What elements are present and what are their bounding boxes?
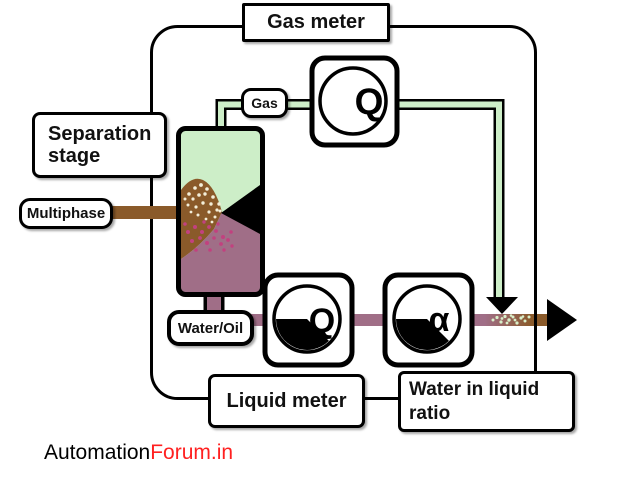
vessel-water-phase [181, 212, 260, 292]
separation-stage-label: Separation stage [32, 112, 167, 178]
multiphase-pipe [100, 206, 181, 219]
gas-meter-label-text: Gas meter [267, 11, 365, 33]
water-ratio-meter-symbol: α [429, 301, 450, 339]
gas-flow-meter-symbol: Q [355, 81, 384, 122]
vessel-interface-wedge [221, 185, 260, 234]
liquid-flow-meter-symbol: Q [309, 302, 335, 340]
output-speckles [491, 314, 531, 325]
separation-stage-line2: stage [48, 145, 101, 167]
water-ratio-line2: ratio [409, 402, 451, 424]
liquid-meter-label: Liquid meter [208, 374, 365, 428]
water-oil-label-text: Water/Oil [177, 319, 244, 337]
meter-wedge-icon [396, 319, 449, 350]
brand-part1: Automation [44, 441, 151, 464]
vessel-outline [176, 126, 265, 297]
water-in-liquid-ratio-label: Water in liquid ratio [398, 371, 575, 432]
liquid-meter-label-text: Liquid meter [226, 389, 347, 412]
multiphase-stream-label: Multiphase [19, 198, 113, 229]
brand-part2: Forum.in [150, 441, 234, 464]
gas-stream-label: Gas [241, 88, 288, 118]
water-ratio-meter: α [382, 272, 475, 368]
gas-down-arrow-icon [486, 297, 518, 314]
liquid-output-line [207, 314, 552, 326]
gas-meter-label: Gas meter [242, 3, 390, 42]
gas-label-text: Gas [251, 95, 278, 111]
multiphase-label-text: Multiphase [26, 205, 106, 222]
output-arrow-icon [547, 299, 577, 341]
liquid-flow-meter: Q [262, 272, 355, 368]
gas-flow-meter: Q [309, 55, 400, 148]
water-oil-stream-label: Water/Oil [167, 310, 254, 346]
vessel-oil-phase [181, 178, 222, 259]
brand-watermark: AutomationForum.in [44, 441, 233, 465]
separation-stage-line1: Separation [48, 123, 152, 145]
separator-vessel [176, 126, 265, 297]
meter-wedge-icon [276, 319, 329, 350]
water-ratio-line1: Water in liquid [409, 378, 540, 400]
